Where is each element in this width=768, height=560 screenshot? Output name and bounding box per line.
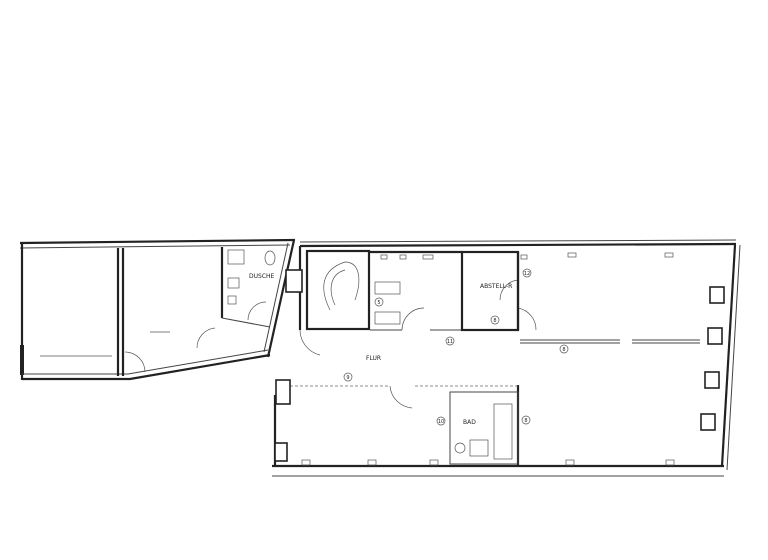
wall <box>19 238 296 245</box>
stairwell <box>305 249 371 331</box>
room-label-shower: DUSCHE <box>249 273 275 280</box>
wall <box>263 242 289 353</box>
door-swing <box>499 279 519 301</box>
door-swing <box>517 307 537 331</box>
room-label-hallway: FLUR <box>366 355 381 362</box>
door-swing <box>401 307 425 331</box>
wall <box>221 317 271 328</box>
sink <box>227 277 240 289</box>
counter <box>374 311 401 325</box>
room-number: 10 <box>438 419 444 425</box>
window <box>704 371 720 389</box>
wall <box>299 242 737 248</box>
door-swing <box>196 327 216 349</box>
room-number: 12 <box>524 271 530 277</box>
shower-tray <box>227 249 245 265</box>
fixture <box>227 295 237 305</box>
toilet <box>454 442 466 454</box>
window <box>700 413 716 431</box>
wall <box>726 244 741 471</box>
bathtub <box>493 403 513 460</box>
wall <box>266 239 296 358</box>
right-wing: FLUR ABSTELL-R BAD <box>272 239 741 477</box>
storage-room <box>460 250 520 332</box>
stove <box>374 281 401 295</box>
bathroom <box>449 391 519 465</box>
room-number: 8 <box>524 418 527 424</box>
window <box>707 327 723 345</box>
toilet <box>264 250 276 266</box>
left-wing: DUSCHE <box>19 238 296 381</box>
window <box>709 286 725 304</box>
wall <box>20 345 24 375</box>
window <box>274 442 288 462</box>
electrical-symbols <box>301 252 675 466</box>
door-swing <box>124 351 146 373</box>
room-label-bath: BAD <box>463 419 476 426</box>
window <box>275 379 291 405</box>
room-number: 11 <box>447 339 453 345</box>
wall <box>19 244 291 249</box>
stair-icon <box>323 261 360 311</box>
window <box>285 269 303 293</box>
door-swing <box>389 385 413 409</box>
room-number: 8 <box>493 318 496 324</box>
wall <box>299 239 737 243</box>
stair-icon <box>330 269 346 306</box>
room-number: 5 <box>377 300 380 306</box>
sink <box>469 439 489 457</box>
room-numbers: 5 9 11 8 10 12 8 8 <box>343 268 569 426</box>
room-label-storage: ABSTELL-R <box>480 283 512 290</box>
door-swing <box>247 301 267 321</box>
wall <box>22 353 271 381</box>
wall <box>720 244 737 467</box>
room-number: 8 <box>562 347 565 353</box>
room-number: 9 <box>346 375 349 381</box>
wall <box>22 349 269 375</box>
door-swing <box>299 329 321 356</box>
